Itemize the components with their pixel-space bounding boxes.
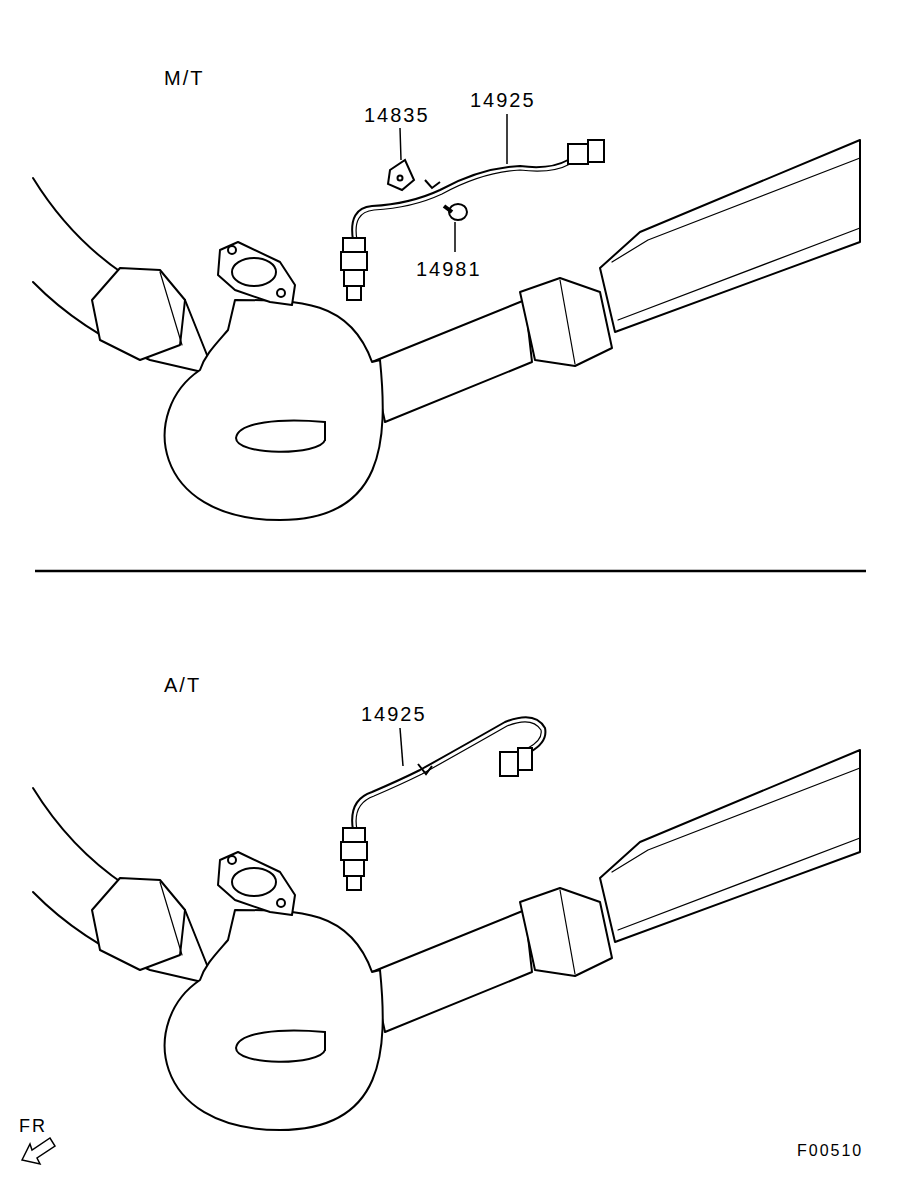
callout-number: 14981 bbox=[415, 259, 483, 279]
callout-number: 14835 bbox=[363, 105, 431, 125]
direction-label: FR bbox=[18, 1117, 48, 1135]
leader-line-at bbox=[400, 728, 403, 766]
figure-number: F00510 bbox=[796, 1143, 864, 1159]
oxygen-sensor-mt bbox=[341, 140, 604, 300]
exhaust-pipe-at bbox=[33, 750, 860, 1130]
front-arrow bbox=[22, 1138, 55, 1164]
oxygen-sensor-at bbox=[341, 717, 545, 890]
transmission-label: M/T bbox=[163, 68, 205, 88]
callout-number: 14925 bbox=[360, 704, 428, 724]
callout-number: 14925 bbox=[469, 90, 537, 110]
divider bbox=[35, 570, 866, 573]
transmission-label: A/T bbox=[163, 675, 202, 695]
exhaust-pipe-mt bbox=[33, 140, 860, 520]
leader-lines-mt bbox=[400, 114, 507, 252]
